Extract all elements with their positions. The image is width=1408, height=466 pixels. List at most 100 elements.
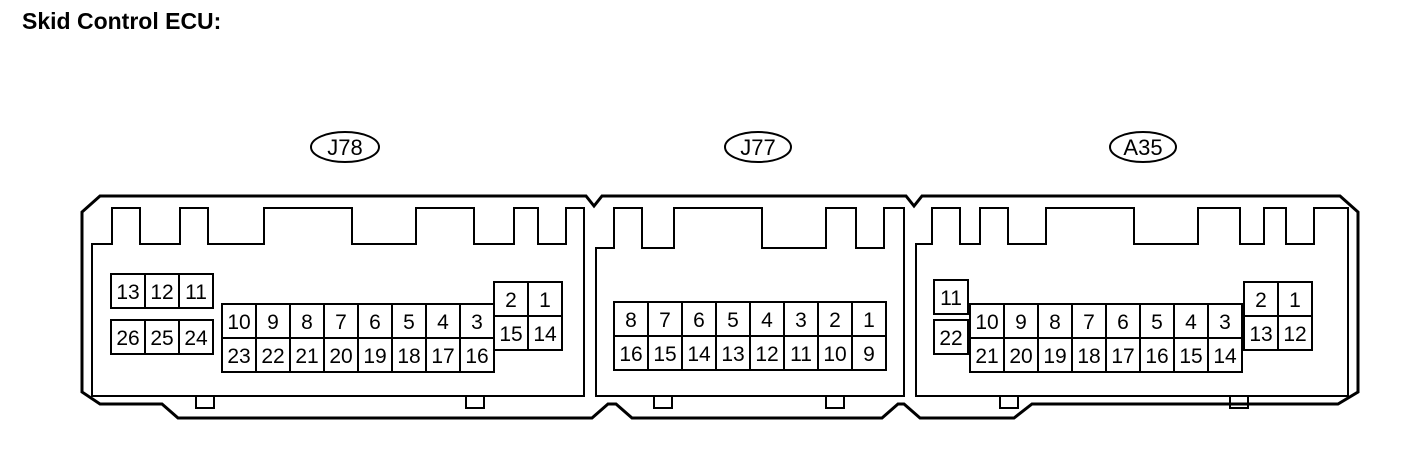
- pin-number: 16: [465, 345, 488, 368]
- pin-number: 19: [1043, 345, 1066, 368]
- pin-number: 15: [653, 343, 676, 366]
- pin-cell: [613, 335, 649, 371]
- pin-number: 14: [533, 323, 557, 346]
- connector-a35: A35: [915, 131, 1349, 409]
- pin-cell: [357, 303, 393, 339]
- ecu-housing-outline: [80, 194, 1360, 420]
- pin-cell: [144, 273, 180, 309]
- connector-a35-key-left: [999, 396, 1019, 409]
- pin-number: 2: [505, 289, 517, 312]
- pin-cell: [527, 281, 563, 317]
- pin-cell: [323, 303, 359, 339]
- pin-cell: [969, 337, 1005, 373]
- pin-number: 10: [227, 311, 250, 334]
- pin-cell: [783, 335, 819, 371]
- pin-number: 8: [625, 309, 637, 332]
- pin-cell: [178, 319, 214, 355]
- connector-j78-key-right: [465, 396, 485, 409]
- pin-number: 7: [335, 311, 347, 334]
- pin-number: 6: [1117, 311, 1129, 334]
- pin-number: 15: [1179, 345, 1202, 368]
- pin-number: 11: [790, 343, 812, 366]
- pin-number: 20: [329, 345, 352, 368]
- pin-cell: [493, 315, 529, 351]
- pin-cell: [178, 273, 214, 309]
- pin-cell: [817, 335, 853, 371]
- pin-number: 26: [116, 327, 139, 350]
- pin-cell: [110, 319, 146, 355]
- pin-cell: [1207, 337, 1243, 373]
- pin-number: 5: [1151, 311, 1163, 334]
- pin-number: 16: [619, 343, 642, 366]
- pin-number: 4: [1185, 311, 1197, 334]
- pin-number: 14: [687, 343, 711, 366]
- pin-number: 4: [761, 309, 773, 332]
- pin-number: 13: [1249, 323, 1272, 346]
- pin-number: 8: [301, 311, 313, 334]
- connector-j78-face: [91, 207, 585, 397]
- pin-number: 22: [261, 345, 284, 368]
- connector-a35-label-oval: [1109, 131, 1177, 163]
- pin-cell: [289, 337, 325, 373]
- pin-cell: [1037, 337, 1073, 373]
- pin-number: 21: [975, 345, 998, 368]
- pin-number: 5: [403, 311, 415, 334]
- connector-a35-key-right: [1229, 396, 1249, 409]
- pin-number: 12: [1283, 323, 1306, 346]
- pin-number: 10: [823, 343, 846, 366]
- pin-number: 18: [1077, 345, 1100, 368]
- pin-number: 22: [939, 327, 962, 350]
- pin-number: 16: [1145, 345, 1168, 368]
- pin-number: 12: [755, 343, 778, 366]
- pin-number: 1: [863, 309, 875, 332]
- pin-cell: [221, 337, 257, 373]
- diagram-title: Skid Control ECU:: [22, 8, 222, 34]
- connector-j78-label: J78: [327, 135, 362, 160]
- connector-j78: J78: [91, 131, 585, 409]
- connector-j77-key-left: [653, 396, 673, 409]
- pin-number: 2: [829, 309, 841, 332]
- pin-number: 6: [369, 311, 381, 334]
- pin-number: 3: [1219, 311, 1231, 334]
- pin-number: 5: [727, 309, 739, 332]
- pin-cell: [459, 337, 495, 373]
- connector-j78-key-left: [195, 396, 215, 409]
- pin-cell: [647, 335, 683, 371]
- pin-cell: [1139, 337, 1175, 373]
- pin-number: 8: [1049, 311, 1061, 334]
- pin-number: 9: [863, 343, 875, 366]
- pin-cell: [1277, 281, 1313, 317]
- pin-cell: [933, 279, 969, 315]
- pin-cell: [425, 303, 461, 339]
- pin-cell: [1277, 315, 1313, 351]
- pin-number: 4: [437, 311, 449, 334]
- pin-number: 11: [185, 281, 207, 304]
- pin-number: 15: [499, 323, 522, 346]
- pin-number: 2: [1255, 289, 1267, 312]
- pin-number: 13: [721, 343, 744, 366]
- pin-cell: [1071, 337, 1107, 373]
- pin-number: 17: [431, 345, 454, 368]
- pin-cell: [425, 337, 461, 373]
- connector-j77-key-right: [825, 396, 845, 409]
- pin-number: 9: [1015, 311, 1027, 334]
- connector-j77-label: J77: [740, 135, 775, 160]
- pin-number: 25: [150, 327, 173, 350]
- pin-number: 18: [397, 345, 420, 368]
- pin-number: 1: [1289, 289, 1301, 312]
- pin-number: 12: [150, 281, 173, 304]
- pin-number: 7: [659, 309, 671, 332]
- pin-number: 13: [116, 281, 139, 304]
- pin-cell: [933, 319, 969, 355]
- pin-number: 9: [267, 311, 279, 334]
- pin-cell: [969, 303, 1005, 339]
- pin-number: 20: [1009, 345, 1032, 368]
- pin-cell: [459, 303, 495, 339]
- pin-number: 3: [795, 309, 807, 332]
- connector-j77: J77: [595, 131, 905, 409]
- pin-number: 23: [227, 345, 250, 368]
- connector-a35-label: A35: [1123, 135, 1162, 160]
